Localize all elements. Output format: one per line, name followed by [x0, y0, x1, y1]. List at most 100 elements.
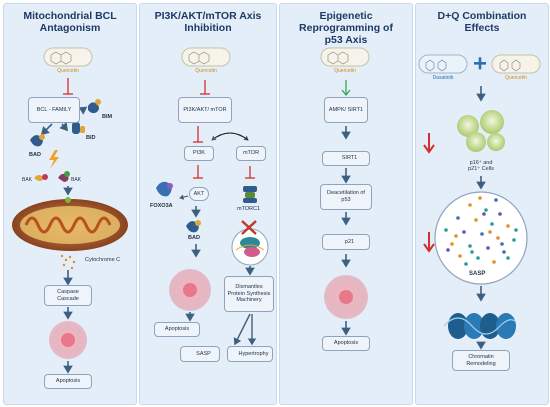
- sasp-dot: [450, 242, 454, 246]
- bad-protein-icon-1: [30, 134, 45, 147]
- bak-protein-icon-right: [58, 171, 70, 182]
- dasatinib-label: Dasatinib: [432, 75, 454, 81]
- foxo3a-icon: [156, 181, 173, 197]
- sasp-dot: [500, 242, 504, 246]
- quercetin-label-1: Quercetin: [57, 68, 79, 74]
- up-arrow-green: [341, 80, 351, 97]
- pi3k-akt-mtor-box: PI3K/AKT/ mTOR: [178, 97, 232, 123]
- sasp-dot: [506, 224, 510, 228]
- bim-protein-icon: [88, 99, 101, 114]
- hypertrophy-box: Hypertrophy: [227, 346, 273, 362]
- sasp-dot: [458, 254, 462, 258]
- apoptosis-box-3: Apoptosis: [322, 336, 370, 351]
- dismantles-box: Dismantles Protein Synthesis Machinery: [224, 276, 274, 312]
- sasp-dot: [480, 232, 484, 236]
- panel-title-dq: D+Q Combination Effects: [437, 10, 527, 34]
- left-red-down-arrow-2: [423, 232, 435, 253]
- quercetin-label-4: Quercetin: [505, 75, 527, 81]
- x-mark-icon: [241, 220, 257, 235]
- sirt1-box: SIRT1: [322, 151, 370, 166]
- mtorc1-label: mTORC1: [237, 206, 261, 212]
- sasp-dot: [496, 236, 500, 240]
- sasp-circle: [434, 191, 528, 285]
- cytochrome-dots: [60, 254, 76, 270]
- apoptotic-cell-icon-1: [49, 321, 87, 359]
- sasp-box-2: SASP: [180, 346, 220, 362]
- pi3k-box: PI3K: [184, 146, 214, 161]
- cells-label-line1: p16⁺ and: [469, 160, 493, 166]
- sasp-dots: [444, 196, 518, 266]
- quercetin-label-2: Quercetin: [195, 68, 217, 74]
- sasp-dot: [506, 256, 510, 260]
- p21-box: p21: [322, 234, 370, 250]
- chromatin-remodeling-box: Chromatin Remodeling: [452, 350, 510, 371]
- sasp-dot: [486, 246, 490, 250]
- akt-box: AKT: [189, 187, 209, 201]
- mtor-box: mTOR: [236, 146, 266, 161]
- sasp-dot: [490, 222, 494, 226]
- ribosome-icon: [231, 228, 269, 266]
- mtorc1-icon: [243, 186, 257, 203]
- plus-icon: [474, 57, 486, 70]
- apoptosis-box-1: Apoptosis: [44, 374, 92, 389]
- quercetin-label-3: Quercetin: [334, 68, 356, 74]
- cytochrome-c-label: Cytochrome C: [85, 257, 121, 263]
- sasp-dot: [512, 238, 516, 242]
- sasp-dot: [488, 230, 492, 234]
- apoptosis-box-2: Apoptosis: [154, 322, 200, 337]
- sasp-dot: [484, 208, 488, 212]
- sasp-dot: [514, 228, 518, 232]
- quercetin-capsule-3: [320, 47, 370, 67]
- sasp-dot: [468, 203, 472, 207]
- sasp-dot: [476, 256, 480, 260]
- sasp-dot: [502, 250, 506, 254]
- sasp-dot: [468, 244, 472, 248]
- bak-label-left: BAK: [22, 177, 33, 183]
- sasp-dot: [446, 248, 450, 252]
- quercetin-capsule-1: [43, 47, 93, 67]
- chromatin-icon: [443, 313, 517, 339]
- panel-pi3k: PI3K/AKT/mTOR Axis Inhibition: [139, 3, 277, 405]
- sasp-dot: [498, 212, 502, 216]
- bcl-family-box: BCL - FAMILY: [28, 97, 80, 123]
- ampk-sirt1-box: AMPK/ SIRT1: [324, 97, 368, 123]
- sasp-dot: [464, 262, 468, 266]
- bid-protein-icon: [72, 122, 85, 134]
- sasp-dot: [456, 216, 460, 220]
- bad-protein-icon-2: [186, 220, 201, 233]
- cells-label-line2: p21⁺ Cells: [468, 166, 494, 172]
- sasp-dot: [494, 198, 498, 202]
- senescent-cells-icon: [457, 110, 505, 152]
- sasp-dot: [444, 228, 448, 232]
- foxo3a-label: FOXO3A: [150, 203, 173, 209]
- sasp-dot: [474, 218, 478, 222]
- bak-protein-icon-left: [34, 174, 48, 181]
- sasp-label-4: SASP: [469, 271, 486, 277]
- sasp-dot: [492, 260, 496, 264]
- quercetin-capsule-2: [181, 47, 231, 67]
- deacetylation-box: Deacetilation of p53: [320, 184, 372, 210]
- mitochondrion-icon: [12, 197, 128, 251]
- caspase-cascade-box: Caspase Cascade: [44, 285, 92, 306]
- bak-label-right: BAK: [71, 177, 82, 183]
- sasp-dot: [454, 234, 458, 238]
- apoptotic-cell-icon-3: [324, 275, 368, 319]
- dasatinib-capsule: [418, 54, 468, 74]
- panel-title-pi3k: PI3K/AKT/mTOR Axis Inhibition: [154, 10, 262, 34]
- sasp-dot: [462, 230, 466, 234]
- quercetin-capsule-4: [491, 54, 541, 74]
- panel-title-p53: Epigenetic Reprogramming of p53 Axis: [299, 10, 393, 46]
- bad-label-1: BAD: [29, 152, 41, 158]
- bid-label: BID: [86, 135, 96, 141]
- apoptotic-cell-icon-2: [169, 269, 211, 311]
- sasp-dot: [478, 196, 482, 200]
- bim-label: BIM: [102, 114, 113, 120]
- lightning-icon: [49, 150, 59, 169]
- sasp-dot: [470, 250, 474, 254]
- panel-title-bcl: Mitochondrial BCL Antagonism: [23, 10, 117, 34]
- bad-label-2: BAD: [188, 235, 200, 241]
- left-red-down-arrow-1: [423, 133, 435, 154]
- sasp-dot: [482, 212, 486, 216]
